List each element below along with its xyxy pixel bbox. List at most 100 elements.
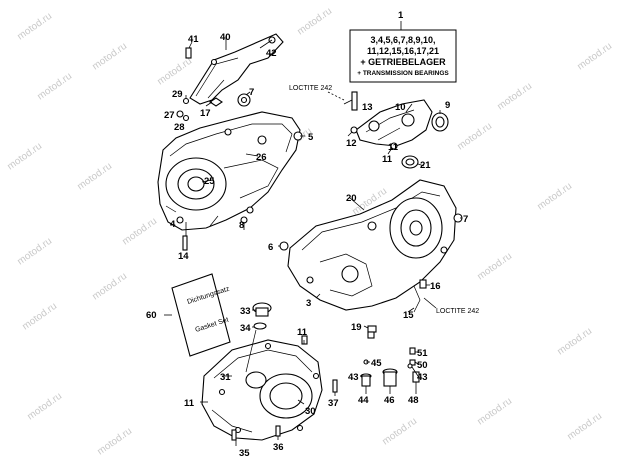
callout: 3 [306,298,311,309]
callout: 30 [305,406,316,417]
washer-50 [409,359,416,366]
callout: 11 [388,142,399,153]
shift-bracket [355,99,433,147]
washer-29 [182,97,190,105]
nut-17 [209,97,223,107]
watermark-text: motod.ru [15,11,54,43]
watermark-text: motod.ru [555,326,594,358]
washer-43-right [407,363,413,369]
callout: 43 [417,372,428,383]
washer-12 [350,126,358,134]
callout: 20 [346,193,357,204]
callout: 17 [200,108,211,119]
note-box-frame [349,29,457,83]
watermark-text: motod.ru [475,396,514,428]
chain-guide [189,33,284,105]
seal-6 [279,241,289,251]
pin-27 [176,110,184,118]
bolt-41 [185,47,192,59]
callout: 11 [297,327,308,338]
bolt-14 [182,235,188,251]
callout: 25 [204,176,215,187]
callout: 37 [328,398,339,409]
watermark-text: motod.ru [155,56,194,88]
callout: 11 [382,154,393,165]
small-parts-left [176,47,251,122]
seal-51 [409,347,416,355]
bolt-36 [275,425,281,437]
plug-44 [361,375,371,387]
bolt-13 [351,91,358,111]
callout: 46 [384,395,395,406]
loctite-label-upper: LOCTITE 242 [289,85,332,92]
watermark-text: motod.ru [120,216,159,248]
watermark-text: motod.ru [75,161,114,193]
plug-46 [383,371,397,387]
bearing-kit-note: 3,4,5,6,7,8,9,10, 11,12,15,16,17,21 + GE… [349,21,457,83]
side-cover [201,329,338,441]
callout: 48 [408,395,419,406]
pin-11-lower [301,335,308,345]
watermark-text: motod.ru [35,71,74,103]
gasket-set-bag: Dichtungssatz Gasket Set [171,273,231,357]
callout: 31 [220,372,231,383]
watermark-text: motod.ru [535,181,574,213]
left-crankcase-half [157,111,303,251]
drain-plugs [360,325,420,387]
watermark-text: motod.ru [5,141,44,173]
callout: 50 [417,360,428,371]
watermark-text: motod.ru [565,411,604,443]
callout: 7 [249,87,254,98]
shift-assembly [350,91,449,169]
callout: 28 [174,122,185,133]
watermark-text: motod.ru [295,6,334,38]
callout: 15 [403,310,414,321]
note-line-1: 3,4,5,6,7,8,9,10, [370,35,435,45]
watermark-text: motod.ru [380,416,419,448]
callout: 43 [348,372,359,383]
gasket-bag-outline [171,273,231,357]
note-line-3: + GETRIEBELAGER [360,57,446,67]
callout: 41 [188,34,199,45]
watermark-text: motod.ru [90,41,129,73]
callout: 19 [351,322,362,333]
callout: 35 [239,448,250,459]
plug-18 [367,331,375,339]
callout: 33 [240,306,251,317]
note-line-4: + TRANSMISSION BEARINGS [357,70,449,77]
watermark-text: motod.ru [495,81,534,113]
callout-numbers: 1 3 4 5 6 7 7 8 9 10 11 11 11 11 12 13 1… [146,10,468,459]
fitting-16 [419,279,427,289]
callout: 11 [184,398,195,409]
bolt-37 [332,379,338,393]
callout: 4 [170,219,176,230]
loctite-label-lower: LOCTITE 242 [436,308,479,315]
callout: 60 [146,310,157,321]
hose-15 [413,285,421,313]
callout: 29 [172,89,183,100]
callout: 51 [417,348,428,359]
watermark-text: motod.ru [15,236,54,268]
pin-11 [390,142,398,150]
callout: 42 [266,48,277,59]
right-crankcase-half [279,179,463,313]
callout: 16 [430,281,441,292]
watermark-text: motod.ru [20,301,59,333]
callout: 36 [273,442,284,453]
callout: 5 [308,132,314,143]
callout: 27 [164,110,175,121]
watermark-text: motod.ru [455,121,494,153]
plug-19 [367,325,377,333]
callout: 26 [256,152,267,163]
o-ring-34 [253,322,267,330]
callout: 14 [178,251,189,262]
callout: 34 [240,323,251,334]
callout: 45 [371,358,382,369]
callout: 13 [362,102,373,113]
note-line-2: 11,12,15,16,17,21 [367,46,439,56]
callout: 21 [420,160,431,171]
leader-lines [164,36,462,446]
watermark-text: motod.ru [90,271,129,303]
